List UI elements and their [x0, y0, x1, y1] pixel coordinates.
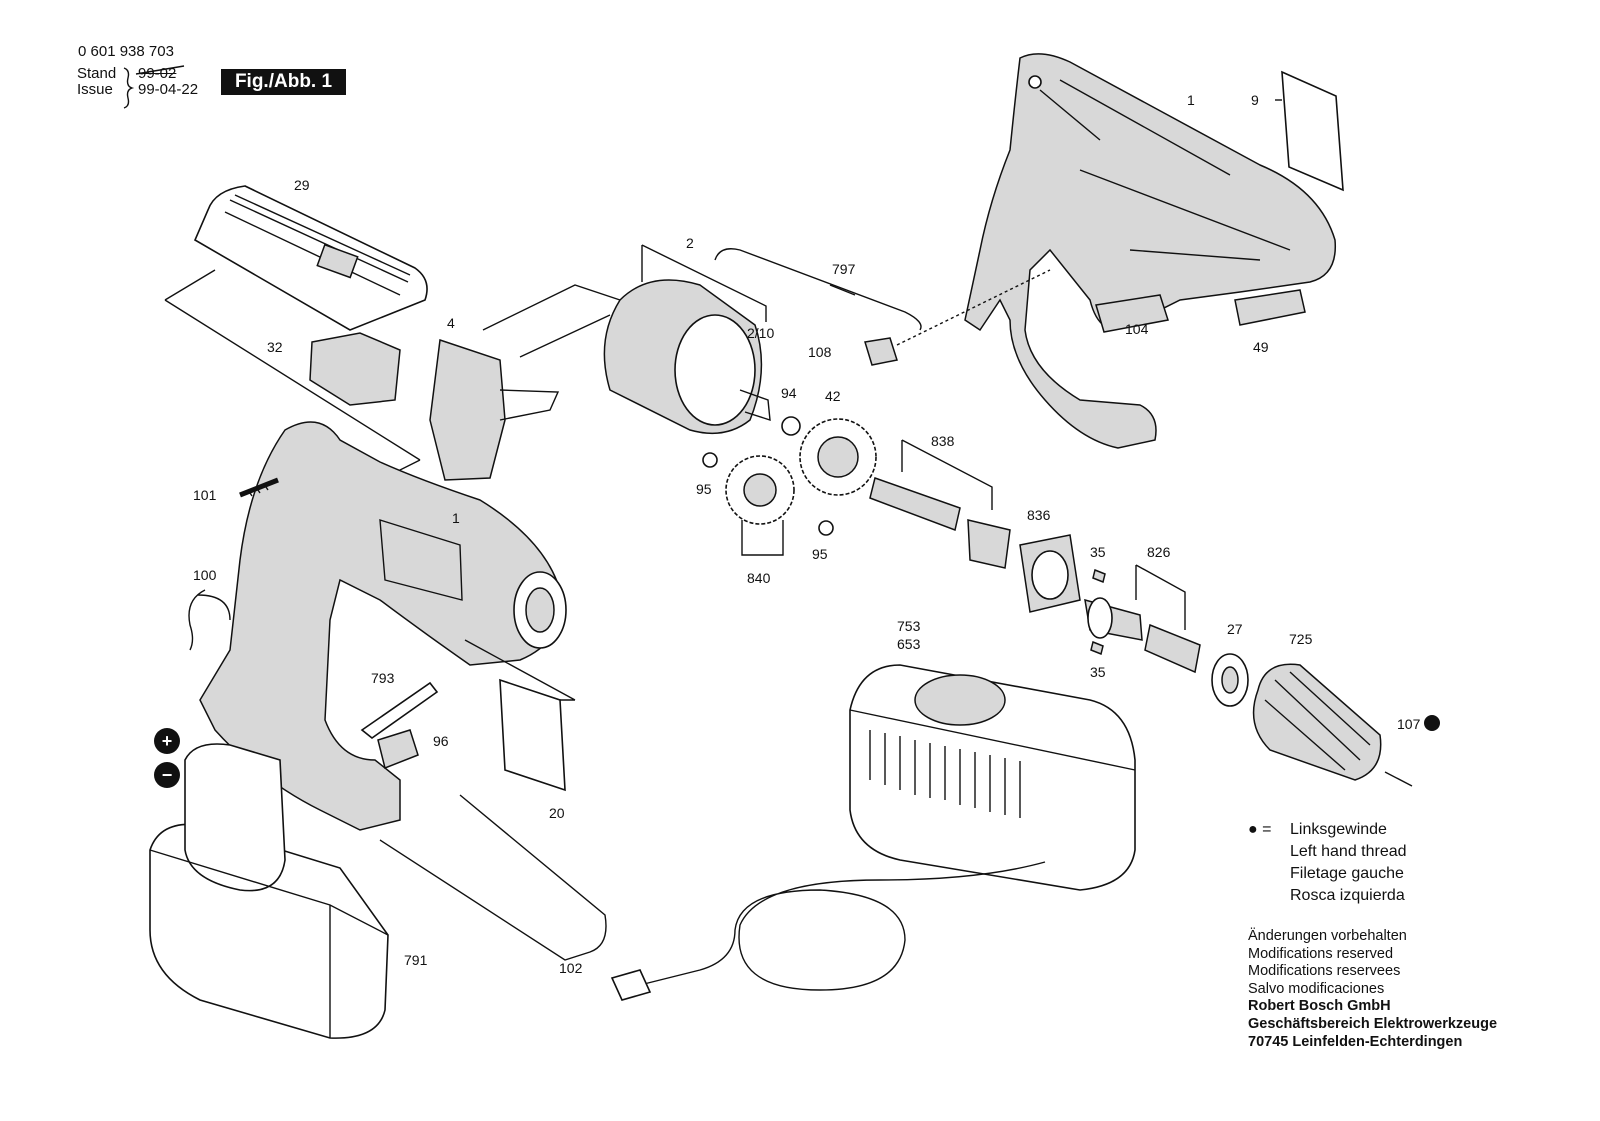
company-division: Geschäftsbereich Elektrowerkzeuge — [1248, 1015, 1498, 1032]
callout-108: 108 — [808, 344, 832, 360]
callout-96: 96 — [433, 733, 449, 749]
gear-840 — [725, 455, 795, 525]
callout-9: 9 — [1251, 92, 1259, 108]
washer-94 — [781, 416, 801, 436]
battery-charger — [849, 664, 1136, 891]
motor — [482, 279, 771, 435]
plus-symbol — [154, 728, 180, 754]
callout-836: 836 — [1027, 507, 1051, 523]
legend-line-2: Left hand thread — [1290, 843, 1407, 860]
callout-35b: 35 — [1090, 664, 1106, 680]
callout-95a: 95 — [696, 481, 712, 497]
callout-793: 793 — [371, 670, 395, 686]
screwdriver-bit — [360, 681, 439, 740]
issue-date: 99-04-22 — [138, 81, 199, 98]
callout-35a: 35 — [1090, 544, 1106, 560]
issue-label: Issue — [77, 81, 113, 98]
callout-27: 27 — [1227, 621, 1243, 637]
connector-108 — [864, 337, 898, 366]
callout-1a: 1 — [1187, 92, 1195, 108]
callout-725: 725 — [1289, 631, 1313, 647]
callout-94: 94 — [781, 385, 797, 401]
belt-clip — [379, 794, 607, 961]
company-address: 70745 Leinfelden-Echterdingen — [1248, 1033, 1463, 1050]
callout-4: 4 — [447, 315, 455, 331]
legend-line-1: Linksgewinde — [1290, 821, 1387, 838]
callout-29: 29 — [294, 177, 310, 193]
hand-strap — [714, 248, 922, 331]
bit-holder — [377, 729, 419, 770]
planet-carrier — [967, 519, 1011, 569]
nameplate — [499, 678, 566, 792]
callout-100: 100 — [193, 567, 217, 583]
note-line-4: Salvo modificaciones — [1248, 980, 1385, 997]
screw-101 — [239, 477, 279, 498]
legend-symbol: ● = — [1248, 821, 1272, 838]
callout-20: 20 — [549, 805, 565, 821]
left-thread-dot — [1424, 715, 1440, 731]
svg-text:−: − — [162, 765, 173, 785]
spindle-shaft — [869, 477, 961, 532]
callout-753: 753 — [897, 618, 921, 634]
callout-797: 797 — [832, 261, 856, 277]
note-line-3: Modifications reservees — [1248, 963, 1401, 980]
stand-label: Stand — [77, 65, 117, 82]
battery-cover — [193, 185, 428, 331]
figure-title: Fig./Abb. 1 — [221, 69, 346, 95]
callout-107: 107 — [1397, 716, 1421, 732]
note-line-1: Änderungen vorbehalten — [1248, 928, 1407, 944]
power-cord — [639, 861, 1046, 991]
callout-826: 826 — [1147, 544, 1171, 560]
callout-42: 42 — [825, 388, 841, 404]
note-line-2: Modifications reserved — [1248, 945, 1394, 962]
clip-part — [1234, 289, 1306, 326]
washer-95a — [702, 452, 718, 468]
callout-791: 791 — [404, 952, 428, 968]
callout-653: 653 — [897, 636, 921, 652]
housing-half-main — [199, 421, 567, 831]
callout-838: 838 — [931, 433, 955, 449]
callout-840: 840 — [747, 570, 771, 586]
svg-text:+: + — [162, 731, 173, 751]
switch-board — [1095, 294, 1169, 333]
legend-line-3: Filetage gauche — [1290, 865, 1404, 882]
battery-latch — [309, 332, 401, 406]
switch — [429, 338, 506, 481]
minus-symbol — [154, 762, 180, 788]
callout-32: 32 — [267, 339, 283, 355]
callout-2: 2 — [686, 235, 694, 251]
washer-95b — [818, 520, 834, 536]
keyless-chuck — [1252, 663, 1382, 781]
doc-number: 0 601 938 703 — [78, 43, 174, 60]
callout-102: 102 — [559, 960, 583, 976]
callout-101: 101 — [193, 487, 217, 503]
notes-block: Änderungen vorbehalten Modifications res… — [1248, 928, 1497, 1051]
company-name: Robert Bosch GmbH — [1248, 998, 1391, 1015]
gear-42 — [799, 418, 877, 496]
callout-49: 49 — [1253, 339, 1269, 355]
plug — [610, 969, 652, 1001]
housing-half-top — [964, 53, 1337, 449]
chuck-screw — [1384, 771, 1413, 787]
label-card — [1281, 70, 1344, 192]
callout-95b: 95 — [812, 546, 828, 562]
legend-line-4: Rosca izquierda — [1290, 887, 1405, 904]
callout-104: 104 — [1125, 321, 1149, 337]
callout-1b: 1 — [452, 510, 460, 526]
battery-pack — [149, 743, 389, 1039]
callout-2-10: 2/10 — [747, 325, 775, 341]
